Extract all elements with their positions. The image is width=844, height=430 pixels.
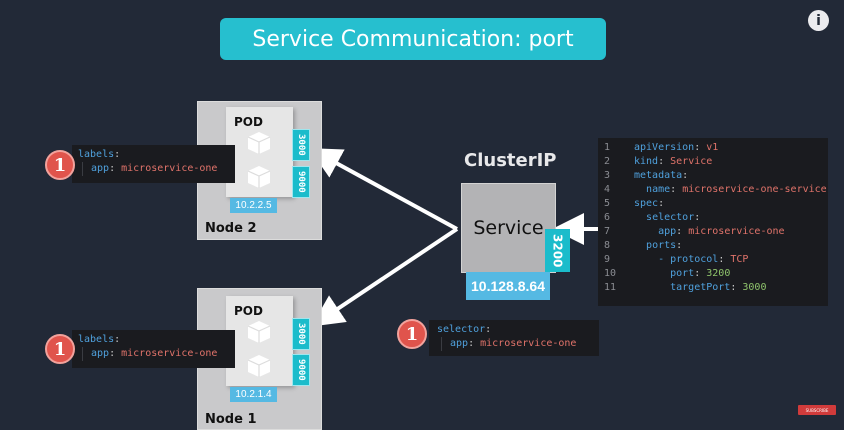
yaml-key: ports	[646, 240, 677, 251]
pod-port-tag: 3000	[292, 318, 310, 350]
selector-snippet: selector: app: microservice-one	[429, 320, 599, 356]
pod-port-tag: 9000	[292, 354, 310, 386]
yaml-value: microservice-one-service	[682, 184, 827, 195]
info-icon[interactable]: i	[808, 10, 829, 31]
yaml-key: spec	[634, 198, 659, 209]
yaml-line: 9 - protocol: TCP	[604, 254, 749, 265]
labels-snippet-node-1: labels: app: microservice-one	[72, 330, 235, 368]
yaml-key: app	[91, 348, 110, 359]
yaml-key: metadata	[634, 170, 683, 181]
pod-node-1: POD	[226, 296, 293, 386]
line-number: 4	[604, 184, 611, 195]
line-number: 5	[604, 198, 611, 209]
step-badge: 1	[397, 319, 427, 349]
line-number: 9	[604, 254, 611, 265]
yaml-key: - protocol	[658, 254, 719, 265]
yaml-line: 7 app: microservice-one	[604, 226, 785, 237]
yaml-key: app	[91, 163, 110, 174]
yaml-key: labels	[78, 149, 115, 160]
yaml-value: microservice-one	[121, 348, 218, 359]
yaml-key: selector	[437, 324, 486, 335]
yaml-key: targetPort	[670, 282, 731, 293]
yaml-value: microservice-one	[688, 226, 785, 237]
container-icon	[247, 355, 271, 377]
title-banner: Service Communication: port	[220, 18, 606, 60]
node-2: POD 3000 9000 10.2.2.5 Node 2	[197, 101, 322, 240]
yaml-value: microservice-one	[480, 338, 577, 349]
info-glyph: i	[816, 12, 821, 29]
node-label: Node 1	[205, 412, 257, 427]
yaml-key: app	[658, 226, 677, 237]
yaml-line: 4 name: microservice-one-service	[604, 184, 827, 195]
container-icon	[247, 321, 271, 343]
line-number: 3	[604, 170, 611, 181]
pod-ip-tag: 10.2.2.5	[230, 198, 277, 213]
yaml-key: kind	[634, 156, 659, 167]
arrow-service-to-node1	[311, 227, 459, 327]
line-number: 1	[604, 142, 611, 153]
container-icon	[247, 132, 271, 154]
pod-ip-tag: 10.2.1.4	[230, 387, 277, 402]
labels-snippet-node-2: labels: app: microservice-one	[72, 145, 235, 183]
pod-port-tag: 9000	[292, 166, 310, 198]
yaml-value: TCP	[730, 254, 749, 265]
service-type-label: ClusterIP	[464, 150, 557, 171]
yaml-line: 10 port: 3200	[604, 268, 731, 279]
line-number: 6	[604, 212, 611, 223]
line-number: 11	[604, 282, 617, 293]
yaml-line: 6 selector:	[604, 212, 701, 223]
line-number: 7	[604, 226, 611, 237]
title-text: Service Communication: port	[252, 26, 574, 52]
yaml-key: selector	[646, 212, 695, 223]
step-badge: 1	[45, 150, 75, 180]
arrow-service-to-node2	[308, 148, 458, 231]
pod-label: POD	[234, 115, 263, 129]
pod-label: POD	[234, 304, 263, 318]
yaml-key: apiVersion	[634, 142, 695, 153]
yaml-value: 3200	[706, 268, 731, 279]
yaml-key: labels	[78, 334, 115, 345]
yaml-value: v1	[706, 142, 719, 153]
yaml-value: Service	[670, 156, 713, 167]
pod-node-2: POD	[226, 107, 293, 197]
yaml-key: name	[646, 184, 671, 195]
service-port-tag: 3200	[545, 229, 570, 272]
yaml-key: app	[450, 338, 469, 349]
yaml-line: 8 ports:	[604, 240, 683, 251]
step-badge: 1	[45, 334, 75, 364]
line-number: 2	[604, 156, 611, 167]
service-box: Service	[461, 183, 556, 273]
yaml-key: port	[670, 268, 695, 279]
yaml-value: 3000	[742, 282, 767, 293]
node-label: Node 2	[205, 221, 257, 236]
service-ip-tag: 10.128.8.64	[466, 272, 550, 300]
yaml-value: microservice-one	[121, 163, 218, 174]
yaml-line: 11 targetPort: 3000	[604, 282, 767, 293]
subscribe-button[interactable]: SUBSCRIBE	[798, 405, 836, 415]
service-label: Service	[473, 217, 544, 239]
pod-port-tag: 3000	[292, 129, 310, 161]
container-icon	[247, 166, 271, 188]
line-number: 10	[604, 268, 617, 279]
line-number: 8	[604, 240, 611, 251]
